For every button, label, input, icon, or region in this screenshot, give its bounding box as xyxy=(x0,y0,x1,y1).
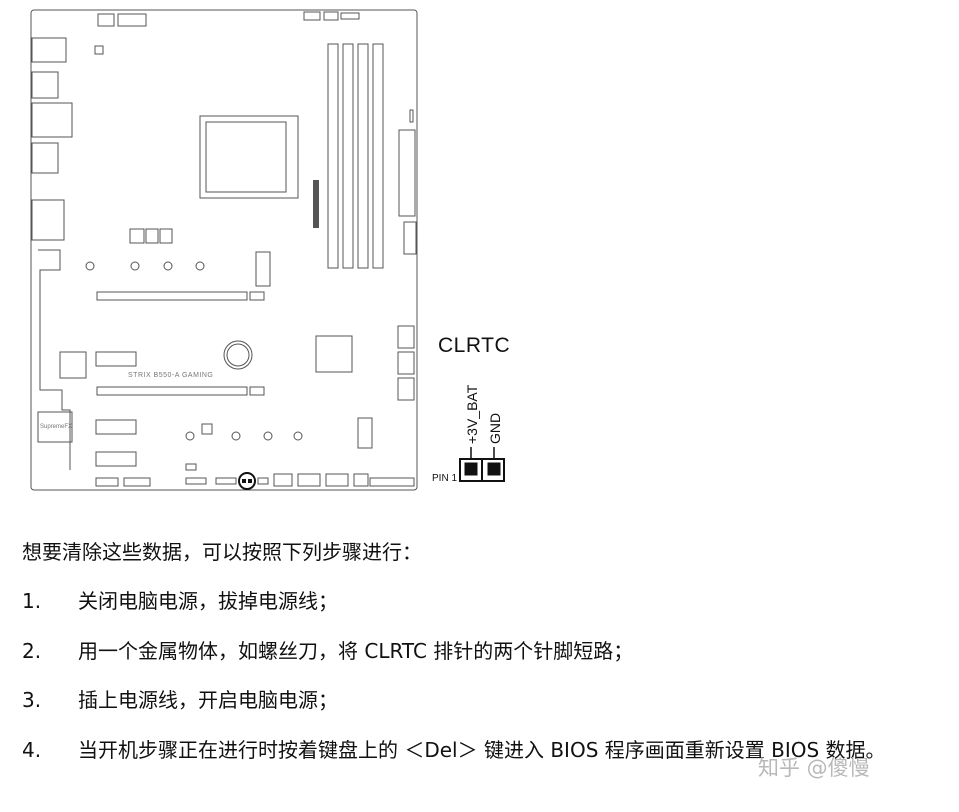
pin-2-square xyxy=(487,462,501,476)
clrtc-header xyxy=(459,447,505,482)
dimm-slot xyxy=(357,43,369,269)
pin-label-3v-bat: +3V_BAT xyxy=(464,384,480,444)
step-number: 3. xyxy=(22,688,42,712)
clrtc-title: CLRTC xyxy=(438,334,511,357)
chipset xyxy=(315,335,353,373)
watermark: 知乎 @傻慢 xyxy=(758,756,870,780)
io-port xyxy=(31,142,59,174)
io-port xyxy=(31,102,73,138)
audio-chip xyxy=(37,411,73,443)
cpu-power-connector xyxy=(97,13,115,27)
sata-port xyxy=(397,377,415,401)
step-number: 4. xyxy=(22,738,42,762)
step-number: 1. xyxy=(22,589,42,613)
io-port xyxy=(31,37,67,63)
dimm-slot xyxy=(372,43,384,269)
pcie-slot xyxy=(96,386,248,396)
m2-slot xyxy=(357,417,373,449)
pin-label-gnd: GND xyxy=(487,412,503,444)
board-model-label: STRIX B550-A GAMING xyxy=(128,372,214,379)
io-shield-outline xyxy=(38,249,71,470)
board-outline xyxy=(30,9,418,491)
cmos-battery xyxy=(223,340,253,370)
step-text: 当开机步骤正在进行时按着键盘上的 ＜Del＞ 键进入 BIOS 程序画面重新设置… xyxy=(78,738,886,762)
instructions-intro: 想要清除这些数据，可以按照下列步骤进行： xyxy=(22,540,422,564)
step-text: 用一个金属物体，如螺丝刀，将 CLRTC 排针的两个针脚短路； xyxy=(78,639,634,663)
dimm-slot xyxy=(327,43,339,269)
step-number: 2. xyxy=(22,639,42,663)
cpu-socket xyxy=(199,115,299,199)
io-port xyxy=(31,199,65,241)
clrtc-highlight-circle xyxy=(238,472,256,490)
atx-power-connector xyxy=(398,129,416,217)
dimm-slot xyxy=(342,43,354,269)
pin-1-square xyxy=(464,462,478,476)
sata-port xyxy=(397,325,415,349)
audio-chip-label: SupremeFX xyxy=(40,424,73,430)
pcie-slot xyxy=(96,291,248,301)
motherboard-diagram xyxy=(30,9,505,491)
m2-slot xyxy=(255,251,271,287)
cpu-power-connector xyxy=(117,13,147,27)
sata-port xyxy=(397,351,415,375)
cpu-socket-inner xyxy=(205,121,287,193)
step-text: 关闭电脑电源，拔掉电源线； xyxy=(78,589,338,613)
step-text: 插上电源线，开启电脑电源； xyxy=(78,688,338,712)
pin1-label: PIN 1 xyxy=(432,473,458,484)
io-port xyxy=(31,71,59,99)
